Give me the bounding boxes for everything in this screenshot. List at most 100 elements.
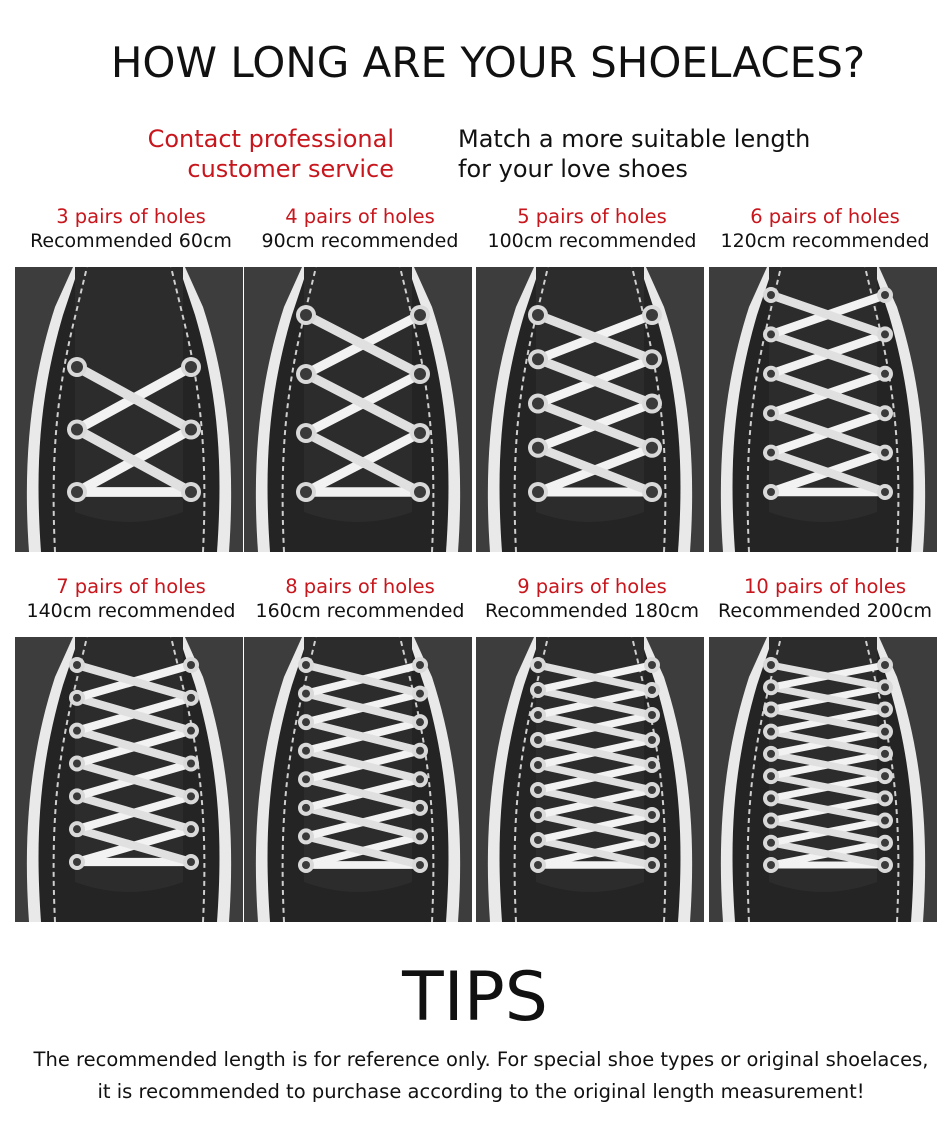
lace-segment <box>533 354 657 408</box>
lace-segment <box>72 825 196 867</box>
lace-segment <box>767 705 889 736</box>
eyelet-hole <box>302 832 310 841</box>
lace-segment <box>767 728 889 758</box>
lace-segment <box>302 689 424 727</box>
eyelet-hole <box>534 686 542 694</box>
length-label: 90cm recommended <box>261 230 459 252</box>
eyelet-hole <box>187 858 195 866</box>
eyelet-hole <box>767 705 775 714</box>
eyelet-hole <box>648 836 656 844</box>
eyelet-hole <box>73 858 81 866</box>
eyelet-hole <box>881 749 889 758</box>
lace-segment <box>302 746 424 784</box>
lace-segment <box>533 310 657 364</box>
holes-label: 6 pairs of holes <box>750 205 900 228</box>
eyelet-hole <box>767 816 775 825</box>
eyelet-hole <box>414 368 426 380</box>
eyelet-hole <box>532 309 544 321</box>
eyelet-hole <box>414 486 426 498</box>
eyelet-hole <box>73 759 81 768</box>
lace-segment <box>72 660 196 702</box>
eyelet-hole <box>302 861 310 869</box>
eyelet-hole <box>302 746 310 755</box>
lace-segment <box>767 750 889 780</box>
eyelet-hole <box>767 683 775 692</box>
lace-segment <box>302 718 424 755</box>
length-label: 120cm recommended <box>720 230 930 252</box>
eyelet-hole <box>534 786 542 794</box>
stitch-left <box>281 267 317 552</box>
lace-segment <box>767 772 889 802</box>
shoe-illustration <box>476 267 704 552</box>
eyelet-hole <box>534 761 542 769</box>
shoe-illustration <box>244 267 472 552</box>
eyelet-hole <box>73 661 81 669</box>
tips-line-2: it is recommended to purchase according … <box>97 1080 865 1103</box>
holes-label: 4 pairs of holes <box>285 205 435 228</box>
eyelet-hole <box>300 486 312 498</box>
eyelet-hole <box>648 686 656 694</box>
stitch-left <box>281 637 317 922</box>
lace-segment <box>767 839 889 869</box>
lace-segment <box>72 759 196 801</box>
stitch-right <box>631 267 667 552</box>
lace-segment <box>533 443 657 497</box>
contact-line-2: customer service <box>187 155 394 183</box>
eyelet-hole <box>881 369 889 378</box>
stitch-right <box>170 267 206 552</box>
eyelet-hole <box>767 369 775 378</box>
lace-segment <box>301 310 425 379</box>
eyelet-hole <box>532 441 544 454</box>
eyelet-hole <box>767 330 775 339</box>
eyelet-hole <box>302 803 310 812</box>
tips-note: The recommended length is for reference … <box>0 1044 950 1108</box>
eyelet-hole <box>71 361 83 373</box>
eyelet-hole <box>767 838 775 847</box>
eyelet-hole <box>881 705 889 714</box>
eyelet-hole <box>767 488 775 496</box>
tips-heading: TIPS <box>402 958 548 1037</box>
lace-segment <box>533 399 657 453</box>
shoe-illustration <box>476 637 704 922</box>
eyelet-hole <box>71 423 83 436</box>
eyelet-hole <box>767 409 775 418</box>
eyelet-hole <box>646 486 658 498</box>
lace-segment <box>72 362 196 435</box>
eyelet-hole <box>187 693 195 702</box>
eyelet-hole <box>416 861 424 869</box>
eyelet-hole <box>300 309 312 321</box>
eyelet-hole <box>185 423 197 436</box>
eyelet-hole <box>646 397 658 410</box>
lace-segment <box>301 428 425 497</box>
length-label: Recommended 200cm <box>718 600 932 622</box>
eyelet-hole <box>73 825 81 834</box>
eyelet-hole <box>767 448 775 457</box>
eyelet-hole <box>881 661 889 669</box>
eyelet-hole <box>187 759 195 768</box>
eyelet-hole <box>648 661 656 669</box>
eyelet-hole <box>73 792 81 801</box>
eyelet-hole <box>881 409 889 418</box>
stitch-left <box>52 267 88 552</box>
eyelet-hole <box>534 661 542 669</box>
lace-segment <box>72 693 196 735</box>
lace-segment <box>767 661 889 691</box>
eyelet-hole <box>185 486 197 498</box>
shoe-tongue <box>75 637 183 892</box>
eyelet-hole <box>767 727 775 736</box>
stitch-right <box>399 267 435 552</box>
eyelet-hole <box>648 761 656 769</box>
match-length-text: Match a more suitable length for your lo… <box>458 124 928 184</box>
eyelet-hole <box>302 689 310 698</box>
stitch-left <box>513 637 549 922</box>
holes-label: 9 pairs of holes <box>517 575 667 598</box>
eyelet-hole <box>648 861 656 869</box>
lace-segment <box>766 330 890 379</box>
eyelet-hole <box>302 775 310 784</box>
lace-segment <box>767 817 889 847</box>
lace-segment <box>534 686 656 719</box>
match-line-1: Match a more suitable length <box>458 125 811 153</box>
contact-service-text[interactable]: Contact professional customer service <box>100 124 394 184</box>
